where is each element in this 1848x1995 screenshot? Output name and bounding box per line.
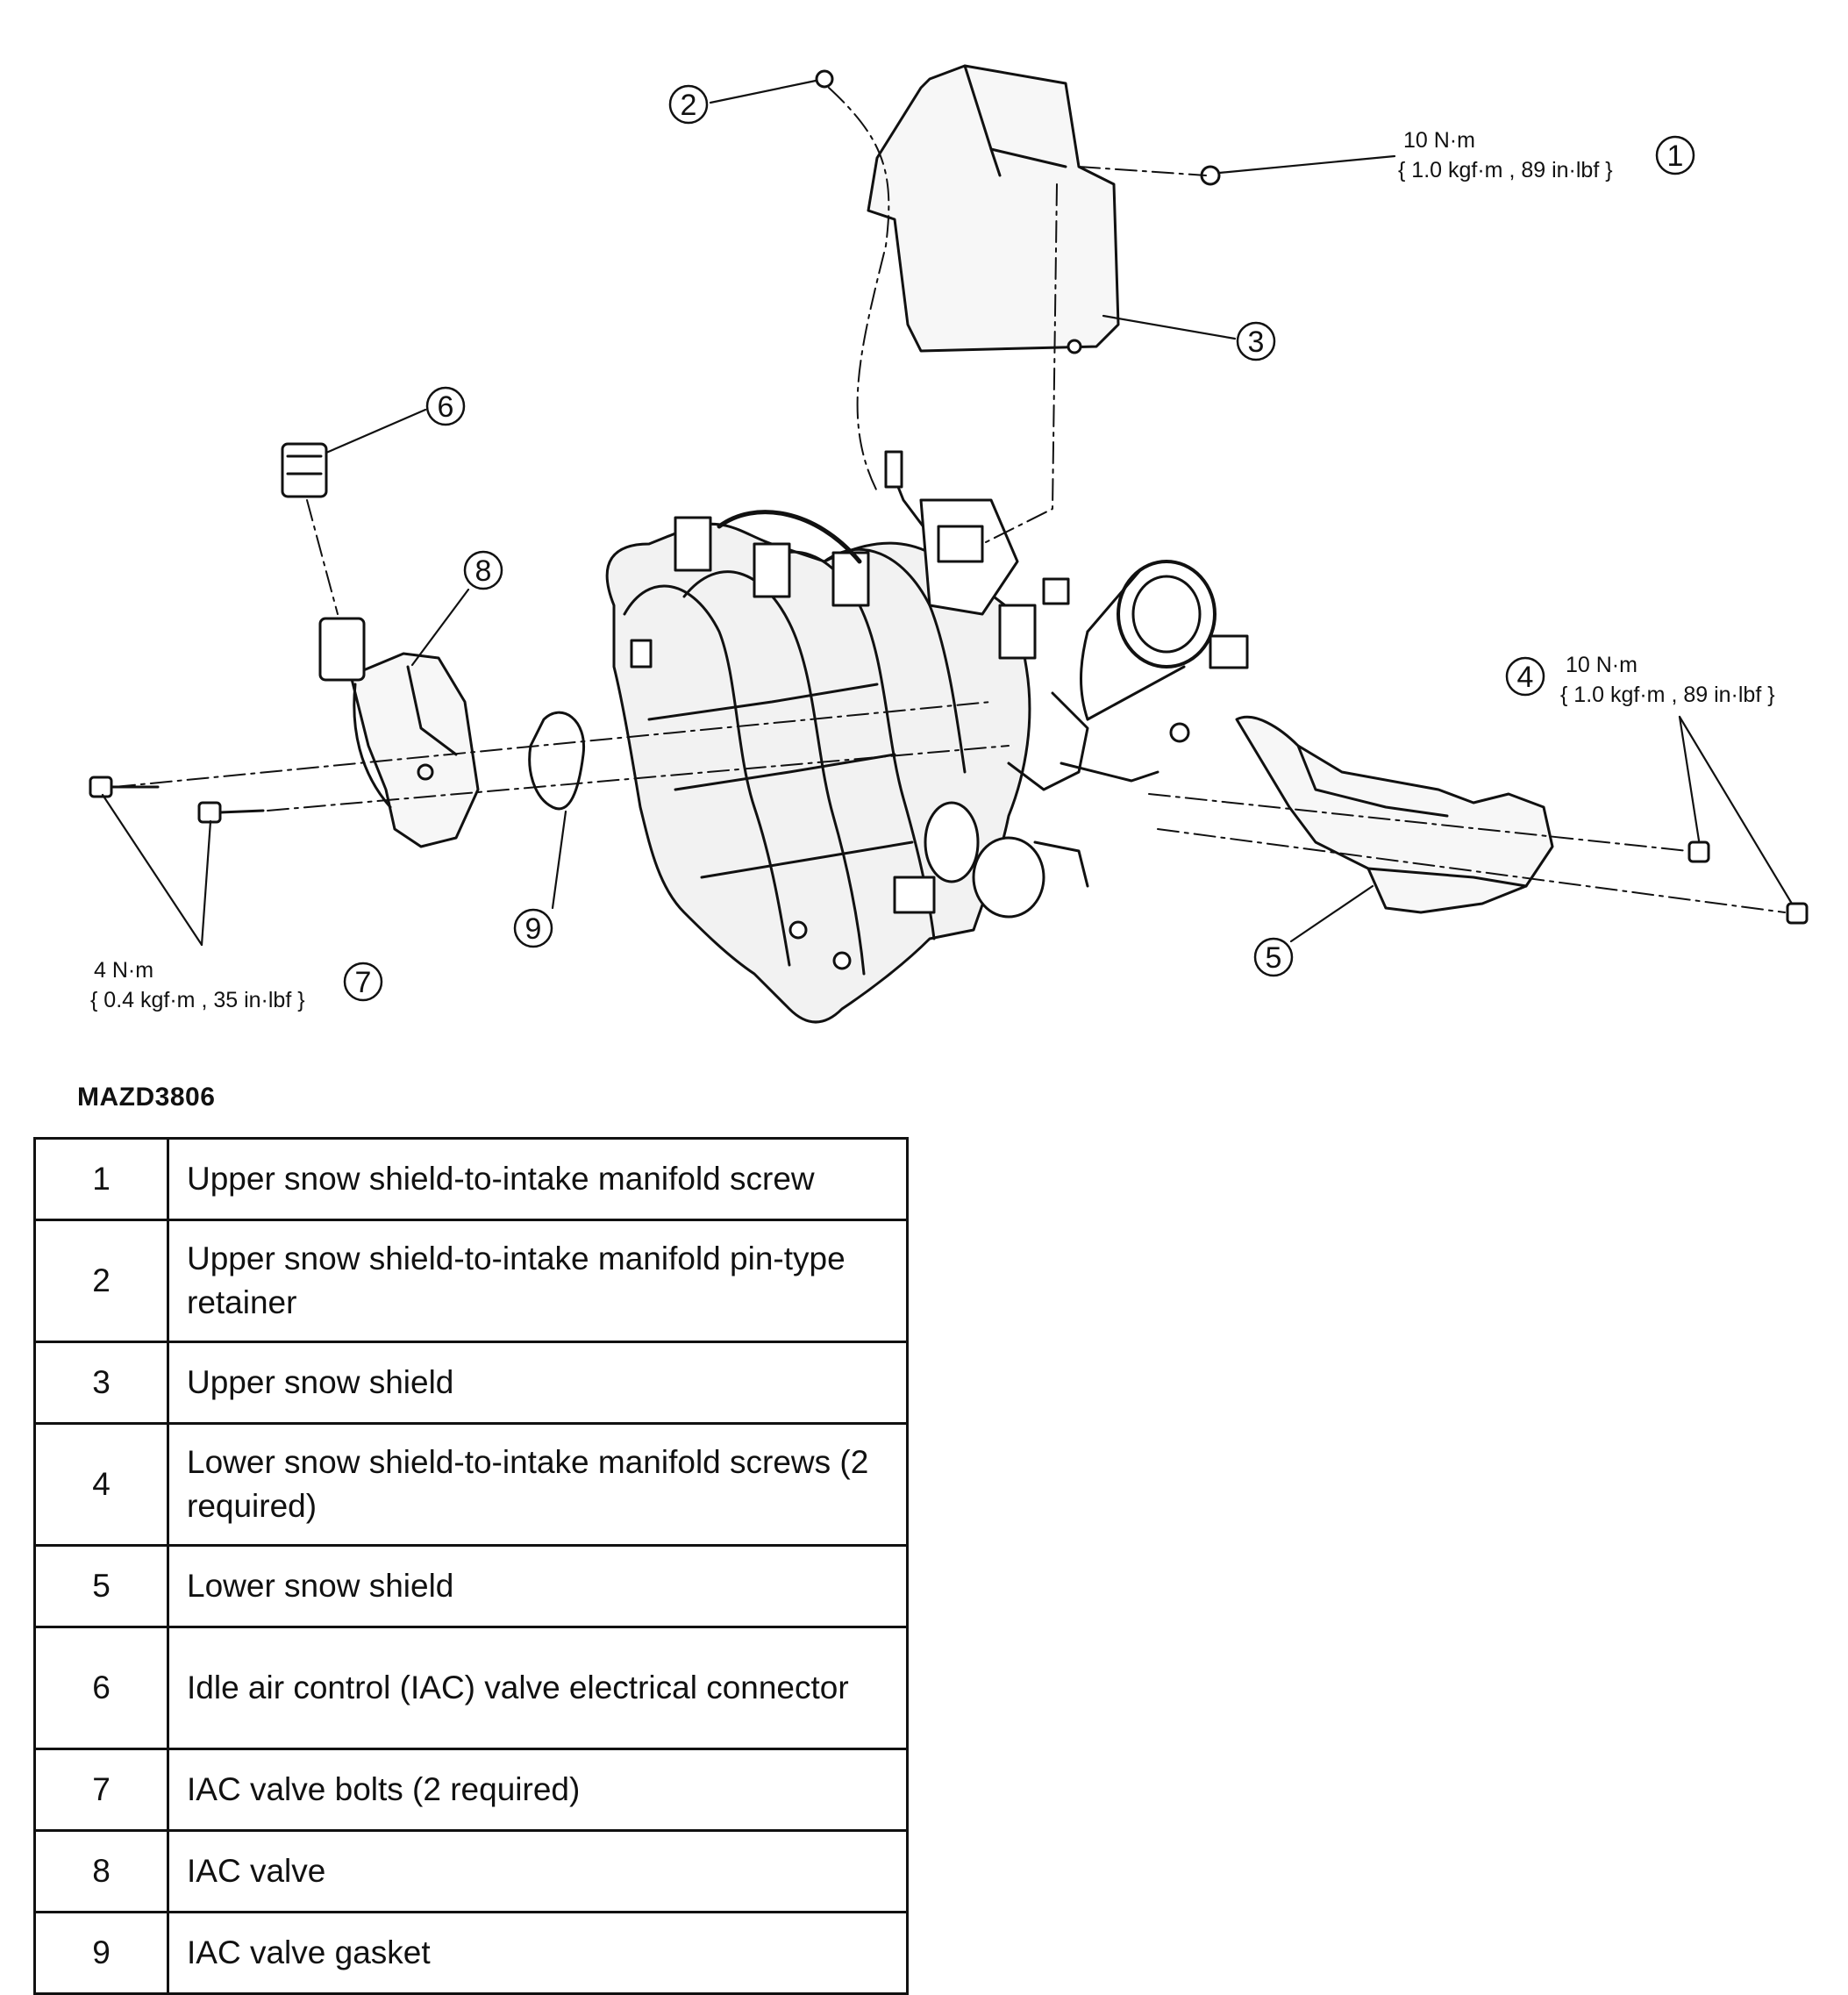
torque-spec-item-1: 10 N·m { 1.0 kgf·m , 89 in·lbf } bbox=[1398, 128, 1613, 182]
legend-item-description: IAC valve bolts (2 required) bbox=[167, 1748, 909, 1832]
iac-valve bbox=[318, 617, 480, 848]
legend-item-number: 3 bbox=[33, 1341, 169, 1425]
svg-text:5: 5 bbox=[1266, 941, 1282, 975]
callout-9: 9 bbox=[513, 908, 553, 948]
callout-4: 4 bbox=[1505, 656, 1545, 697]
legend-row: 6 Idle air control (IAC) valve electrica… bbox=[33, 1626, 909, 1750]
svg-text:10 N·m: 10 N·m bbox=[1566, 653, 1638, 677]
callout-7: 7 bbox=[343, 962, 383, 1002]
figure-code: MAZD3806 bbox=[77, 1083, 216, 1112]
callout-6: 6 bbox=[425, 386, 466, 426]
svg-text:8: 8 bbox=[475, 554, 492, 588]
callout-8: 8 bbox=[463, 550, 503, 590]
svg-text:{ 0.4 kgf·m , 35 in·lbf }: { 0.4 kgf·m , 35 in·lbf } bbox=[90, 988, 305, 1012]
legend-row: 2 Upper snow shield-to-intake manifold p… bbox=[33, 1219, 909, 1343]
svg-text:{ 1.0 kgf·m , 89 in·lbf }: { 1.0 kgf·m , 89 in·lbf } bbox=[1560, 683, 1775, 707]
svg-text:9: 9 bbox=[525, 912, 542, 946]
alignment-lines bbox=[113, 87, 1786, 913]
iac-electrical-connector bbox=[281, 442, 328, 498]
legend-item-number: 7 bbox=[33, 1748, 169, 1832]
exploded-view-diagram: 1 2 3 4 5 6 7 8 9 10 N·m { 1.0 kgf·m , 8… bbox=[89, 64, 1809, 1024]
fasteners bbox=[89, 69, 1809, 925]
svg-text:10 N·m: 10 N·m bbox=[1403, 128, 1475, 153]
legend-row: 3 Upper snow shield bbox=[33, 1341, 909, 1425]
svg-text:2: 2 bbox=[681, 89, 697, 122]
leader-lines bbox=[101, 79, 1794, 947]
legend-row: 4 Lower snow shield-to-intake manifold s… bbox=[33, 1422, 909, 1547]
torque-spec-item-4: 10 N·m { 1.0 kgf·m , 89 in·lbf } bbox=[1560, 653, 1775, 707]
intake-manifold bbox=[605, 450, 1249, 1024]
svg-text:4 N·m: 4 N·m bbox=[94, 958, 153, 983]
legend-row: 8 IAC valve bbox=[33, 1829, 909, 1913]
legend-item-number: 9 bbox=[33, 1911, 169, 1995]
legend-item-description: Idle air control (IAC) valve electrical … bbox=[167, 1626, 909, 1750]
callout-5: 5 bbox=[1253, 937, 1294, 977]
parts-legend-table: 1 Upper snow shield-to-intake manifold s… bbox=[33, 1137, 909, 1995]
legend-row: 9 IAC valve gasket bbox=[33, 1911, 909, 1995]
legend-row: 7 IAC valve bolts (2 required) bbox=[33, 1748, 909, 1832]
iac-valve-gasket bbox=[528, 711, 586, 811]
legend-item-description: Upper snow shield bbox=[167, 1341, 909, 1425]
svg-text:1: 1 bbox=[1667, 139, 1684, 173]
legend-item-description: Upper snow shield-to-intake manifold scr… bbox=[167, 1137, 909, 1221]
svg-text:{ 1.0 kgf·m , 89 in·lbf }: { 1.0 kgf·m , 89 in·lbf } bbox=[1398, 158, 1613, 182]
legend-item-number: 4 bbox=[33, 1422, 169, 1547]
callout-2: 2 bbox=[668, 84, 709, 125]
callout-1: 1 bbox=[1655, 135, 1695, 175]
legend-item-description: IAC valve bbox=[167, 1829, 909, 1913]
legend-item-description: Lower snow shield-to-intake manifold scr… bbox=[167, 1422, 909, 1547]
legend-row: 5 Lower snow shield bbox=[33, 1544, 909, 1628]
svg-text:6: 6 bbox=[438, 390, 454, 424]
legend-row: 1 Upper snow shield-to-intake manifold s… bbox=[33, 1137, 909, 1221]
svg-text:3: 3 bbox=[1248, 325, 1265, 359]
torque-spec-item-7: 4 N·m { 0.4 kgf·m , 35 in·lbf } bbox=[90, 958, 305, 1012]
legend-item-description: Lower snow shield bbox=[167, 1544, 909, 1628]
upper-snow-shield bbox=[867, 64, 1120, 354]
legend-item-number: 1 bbox=[33, 1137, 169, 1221]
svg-text:4: 4 bbox=[1517, 661, 1534, 694]
legend-item-number: 5 bbox=[33, 1544, 169, 1628]
svg-text:7: 7 bbox=[355, 966, 372, 999]
lower-snow-shield bbox=[1235, 715, 1554, 914]
legend-item-description: Upper snow shield-to-intake manifold pin… bbox=[167, 1219, 909, 1343]
legend-item-number: 8 bbox=[33, 1829, 169, 1913]
legend-item-number: 6 bbox=[33, 1626, 169, 1750]
legend-item-number: 2 bbox=[33, 1219, 169, 1343]
legend-item-description: IAC valve gasket bbox=[167, 1911, 909, 1995]
callout-3: 3 bbox=[1236, 321, 1276, 361]
